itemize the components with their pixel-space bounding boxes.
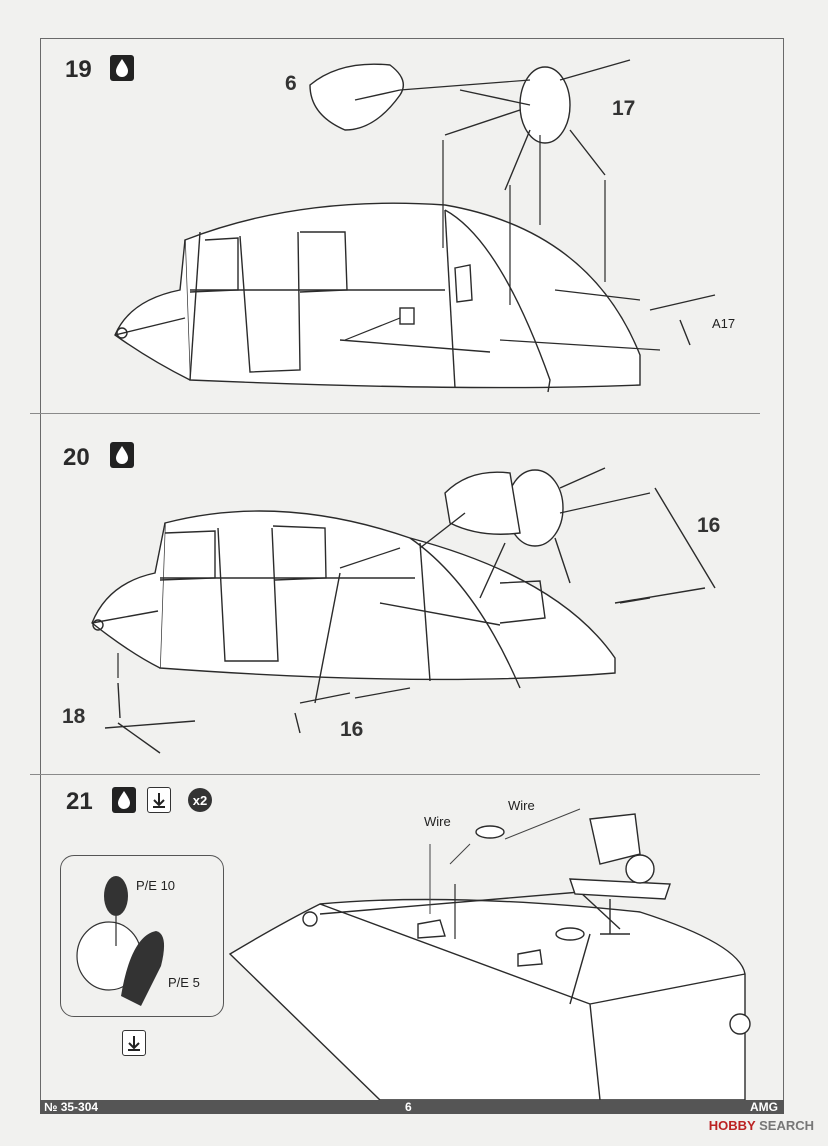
part-label-6: 6: [285, 72, 297, 95]
step-19-drawing: [114, 59, 716, 393]
step-19-number: 19: [65, 56, 92, 83]
repeat-x2-icon: x2: [188, 788, 212, 812]
part-label-18: 18: [62, 705, 86, 728]
part-label-a17: A17: [712, 316, 736, 331]
glue-drop-icon: [112, 787, 136, 813]
glue-drop-icon: [110, 442, 134, 468]
step-20-number: 20: [63, 444, 90, 471]
glue-drop-icon: [110, 55, 134, 81]
pe-label-5: P/E 5: [168, 975, 200, 990]
detail-inset: [60, 855, 224, 1017]
page-number: 6: [405, 1100, 412, 1114]
step-20-drawing: [91, 467, 716, 754]
part-label-16-upper: 16: [697, 514, 721, 537]
step-divider-2: [30, 774, 760, 775]
part-label-16-lower: 16: [340, 718, 364, 741]
step-21-drawing: [228, 808, 751, 1101]
wire-label-1: Wire: [424, 814, 451, 829]
pe-label-10: P/E 10: [136, 878, 176, 893]
step-divider-1: [30, 413, 760, 414]
hobbysearch-watermark: HOBBY SEARCH: [709, 1118, 814, 1133]
arrow-down-box-icon: [147, 787, 171, 813]
watermark-part-2: SEARCH: [755, 1118, 814, 1133]
part-label-17: 17: [612, 97, 636, 120]
brand-name: AMG: [750, 1100, 778, 1114]
catalog-number: № 35-304: [44, 1100, 99, 1114]
watermark-part-1: HOBBY: [708, 1118, 756, 1133]
wire-label-2: Wire: [508, 798, 535, 813]
arrow-down-box-icon: [122, 1030, 146, 1056]
step-21-number: 21: [66, 788, 93, 815]
page-footer: № 35-304 6 AMG: [40, 1100, 784, 1114]
